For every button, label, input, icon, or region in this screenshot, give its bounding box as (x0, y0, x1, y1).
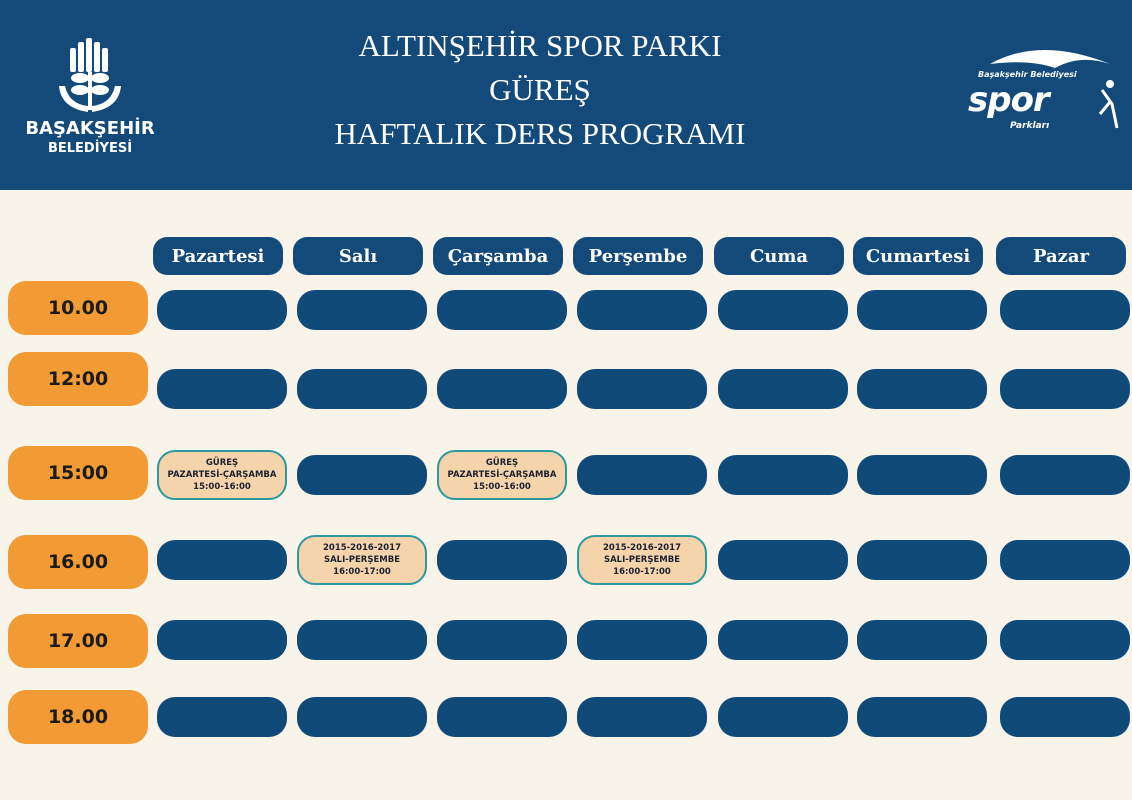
event-line: 16:00-17:00 (333, 567, 391, 577)
event-line: SALI-PERŞEMBE (323, 555, 401, 565)
header-banner: BAŞAKŞEHİR BELEDİYESİ ALTINŞEHİR SPOR PA… (0, 0, 1132, 190)
empty-cell (577, 290, 707, 330)
empty-cell (437, 697, 567, 737)
event-line: 15:00-16:00 (193, 482, 251, 492)
empty-cell (857, 697, 987, 737)
title-line-3: HAFTALIK DERS PROGRAMI (334, 116, 746, 151)
empty-cell (577, 455, 707, 495)
empty-cell (857, 540, 987, 580)
logo-text-line2: BELEDİYESİ (47, 141, 133, 156)
day-header-6: Pazar (996, 237, 1126, 275)
empty-cell (718, 620, 848, 660)
title-line-1: ALTINŞEHİR SPOR PARKI (358, 28, 722, 63)
empty-cell (297, 369, 427, 409)
event-line: SALI-PERŞEMBE (603, 555, 681, 565)
time-slot-1: 12:00 (8, 352, 148, 406)
logo-right-main: spor (968, 80, 1050, 120)
empty-cell (157, 697, 287, 737)
runner-flag-icon (990, 50, 1119, 129)
empty-cell (1000, 620, 1130, 660)
empty-cell (577, 369, 707, 409)
empty-cell (157, 369, 287, 409)
event-line: PAZARTESİ-ÇARŞAMBA (447, 470, 557, 480)
empty-cell (437, 540, 567, 580)
empty-cell (297, 697, 427, 737)
day-header-3: Perşembe (573, 237, 703, 275)
empty-cell (577, 697, 707, 737)
event-cell: GÜREŞ PAZARTESİ-ÇARŞAMBA 15:00-16:00 (437, 450, 567, 500)
basaksehir-belediyesi-logo: BAŞAKŞEHİR BELEDİYESİ (20, 38, 160, 163)
empty-cell (718, 697, 848, 737)
time-slot-2: 15:00 (8, 446, 148, 500)
empty-cell (297, 455, 427, 495)
event-line: PAZARTESİ-ÇARŞAMBA (167, 470, 277, 480)
empty-cell (1000, 455, 1130, 495)
empty-cell (437, 620, 567, 660)
day-header-2: Çarşamba (433, 237, 563, 275)
day-header-1: Salı (293, 237, 423, 275)
event-line: GÜREŞ (205, 458, 239, 468)
logo-text-line1: BAŞAKŞEHİR (25, 118, 155, 139)
event-line: 16:00-17:00 (613, 567, 671, 577)
empty-cell (857, 369, 987, 409)
logo-right-top: Başakşehir Belediyesi (978, 70, 1077, 79)
empty-cell (718, 455, 848, 495)
empty-cell (437, 290, 567, 330)
empty-cell (718, 369, 848, 409)
day-header-0: Pazartesi (153, 237, 283, 275)
event-line: GÜREŞ (485, 458, 519, 468)
empty-cell (157, 290, 287, 330)
empty-cell (857, 620, 987, 660)
empty-cell (437, 369, 567, 409)
empty-cell (1000, 540, 1130, 580)
empty-cell (157, 620, 287, 660)
day-header-4: Cuma (714, 237, 844, 275)
logo-right-bottom: Parkları (1010, 121, 1050, 131)
wheat-hands-icon (59, 38, 121, 112)
time-slot-0: 10.00 (8, 281, 148, 335)
empty-cell (1000, 290, 1130, 330)
empty-cell (857, 455, 987, 495)
empty-cell (157, 540, 287, 580)
empty-cell (1000, 697, 1130, 737)
empty-cell (577, 620, 707, 660)
event-line: 2015-2016-2017 (602, 543, 682, 553)
event-line: 2015-2016-2017 (322, 543, 402, 553)
time-slot-5: 18.00 (8, 690, 148, 744)
spor-parklari-logo: Başakşehir Belediyesi spor Parkları (960, 40, 1125, 140)
event-line: 15:00-16:00 (473, 482, 531, 492)
event-cell: GÜREŞ PAZARTESİ-ÇARŞAMBA 15:00-16:00 (157, 450, 287, 500)
empty-cell (1000, 369, 1130, 409)
time-slot-4: 17.00 (8, 614, 148, 668)
empty-cell (718, 540, 848, 580)
day-header-5: Cumartesi (853, 237, 983, 275)
empty-cell (297, 290, 427, 330)
empty-cell (718, 290, 848, 330)
title-line-2: GÜREŞ (489, 72, 591, 107)
empty-cell (857, 290, 987, 330)
time-slot-3: 16.00 (8, 535, 148, 589)
empty-cell (297, 620, 427, 660)
